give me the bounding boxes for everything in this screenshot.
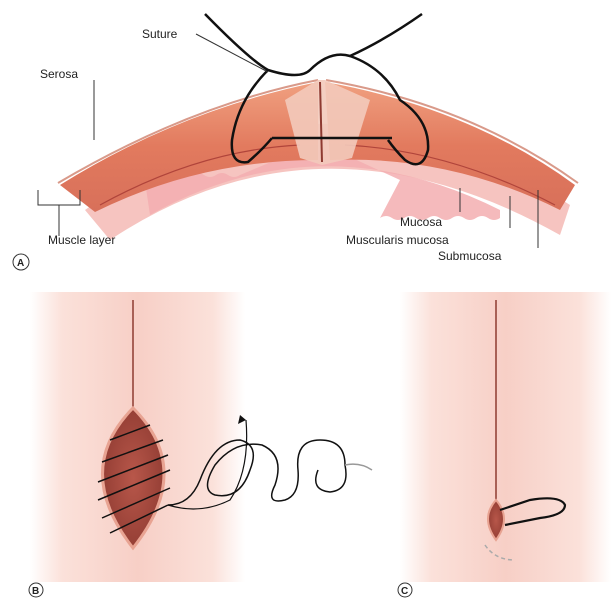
label-submucosa: Submucosa	[438, 249, 502, 263]
label-mucosa: Mucosa	[400, 215, 442, 229]
label-serosa: Serosa	[40, 67, 78, 81]
panel-b: B	[29, 292, 372, 597]
panel-c-background	[400, 292, 611, 582]
panel-a-letter: A	[17, 258, 24, 269]
panel-c: C	[398, 292, 611, 597]
label-suture: Suture	[142, 27, 178, 41]
panel-b-letter: B	[32, 586, 39, 597]
label-muscle-layer: Muscle layer	[48, 233, 115, 247]
panel-a: Suture Serosa Muscle layer Mucosa Muscul…	[13, 14, 578, 270]
label-muscularis-mucosa: Muscularis mucosa	[346, 233, 449, 247]
suture-tail-b	[345, 464, 372, 470]
panel-c-letter: C	[401, 586, 408, 597]
